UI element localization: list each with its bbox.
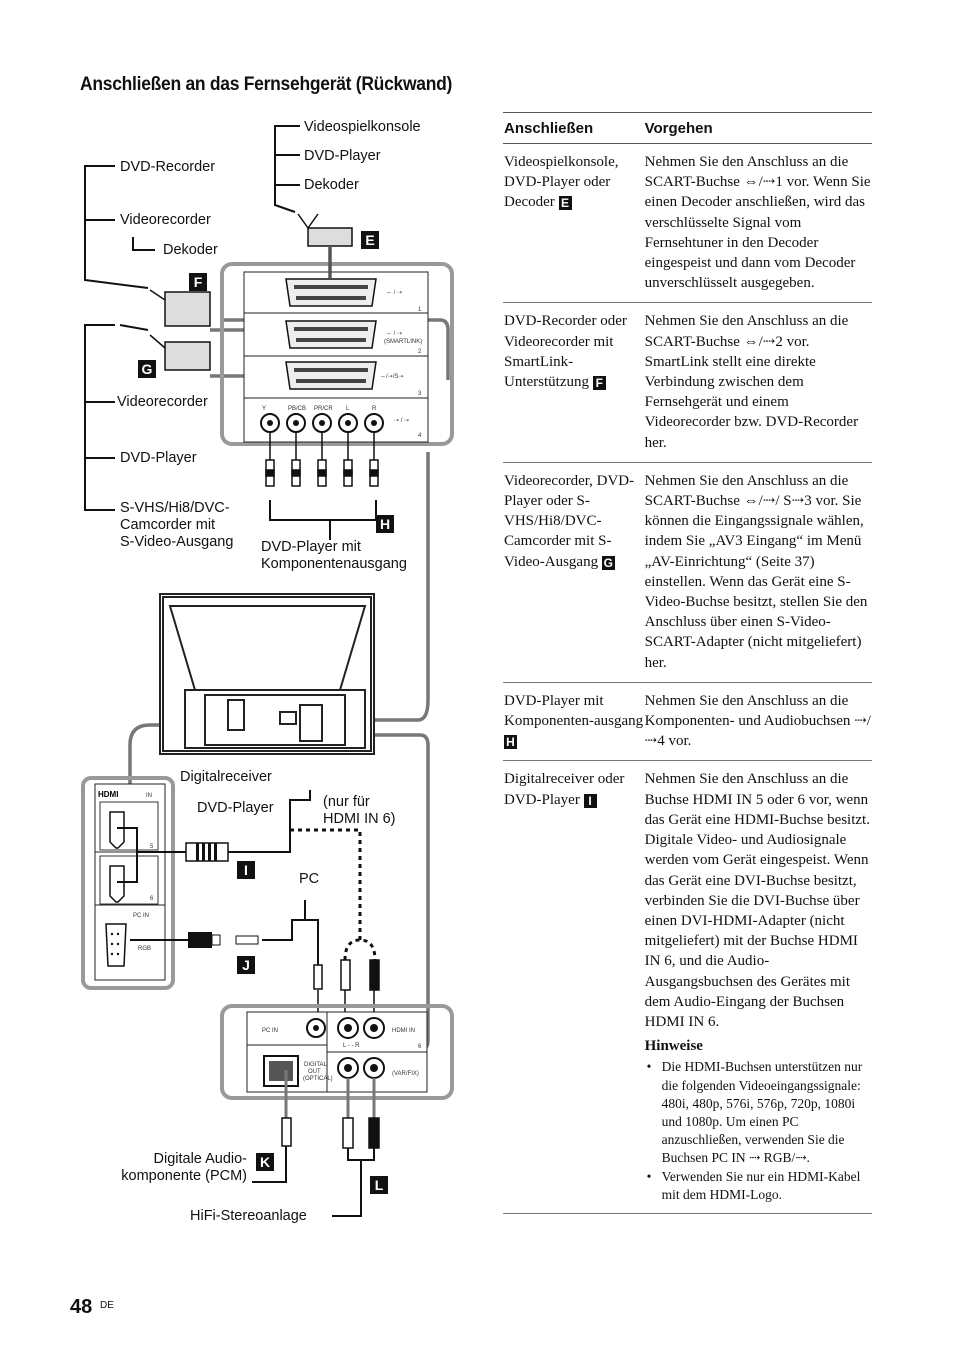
svg-text:RGB: RGB xyxy=(138,946,151,952)
svg-text:PB/CB: PB/CB xyxy=(288,406,306,412)
badge-g-icon: G xyxy=(601,555,615,570)
row-procedure: Nehmen Sie den Anschluss an die Komponen… xyxy=(644,692,871,750)
badge-h: H xyxy=(376,515,394,533)
list-item: Verwenden Sie nur ein HDMI-Kabel mit dem… xyxy=(645,1168,872,1204)
badge-g: G xyxy=(138,360,156,378)
svg-text:L: L xyxy=(346,406,350,412)
component-symbol-icon: ⇢/⇢ xyxy=(644,713,871,750)
scart-symbol-icon: ⇔/⇢/ S⇢ xyxy=(743,493,805,510)
diagram-drawing: ⇔ / ⇢ ⇔ / ⇢ (SMARTLINK) ⇔/⇢/S⇢ 1 2 3 4 Y… xyxy=(81,125,454,1217)
header-vorgehen: Vorgehen xyxy=(644,119,713,137)
scart-panel: ⇔ / ⇢ ⇔ / ⇢ (SMARTLINK) ⇔/⇢/S⇢ 1 2 3 4 Y… xyxy=(220,262,454,446)
scart-symbol-icon: ⇔/⇢ xyxy=(743,333,776,350)
svg-text:1: 1 xyxy=(418,307,422,313)
row-procedure: Nehmen Sie den Anschluss an die Buchse H… xyxy=(645,769,872,1203)
label-pc: PC xyxy=(299,871,320,887)
connection-table: Anschließen Vorgehen Videospielkonsole, … xyxy=(503,112,872,1214)
table-row: Digitalreceiver oder DVD-Player I Nehmen… xyxy=(503,761,872,1214)
label-digitalreceiver: Digitalreceiver xyxy=(180,769,272,785)
svg-text:4: 4 xyxy=(418,433,422,439)
badge-f-icon: F xyxy=(592,376,606,391)
svg-text:2: 2 xyxy=(418,349,422,355)
scart-symbol-icon: ⇔/⇢ xyxy=(743,174,776,191)
list-item: Die HDMI-Buchsen unterstützen nur die fo… xyxy=(645,1058,872,1167)
row-device: Digitalreceiver oder DVD-Player I xyxy=(504,771,625,808)
row-device: DVD-Recorder oder Videorecorder mit Smar… xyxy=(504,313,627,391)
badge-k: K xyxy=(256,1153,274,1171)
label-dvd-h: DVD-Player mit Komponentenausgang xyxy=(261,539,407,572)
svg-text:Y: Y xyxy=(262,406,266,412)
row-procedure: Nehmen Sie den Anschluss an die SCART-Bu… xyxy=(644,472,868,671)
svg-text:3: 3 xyxy=(418,391,422,397)
badge-l: L xyxy=(370,1176,388,1194)
label-audio: Digitale Audio- komponente (PCM) xyxy=(121,1151,247,1184)
svg-text:PC IN: PC IN xyxy=(262,1028,278,1034)
svg-text:⇢ / ⇢: ⇢ / ⇢ xyxy=(394,418,409,424)
svg-text:⇔ / ⇢: ⇔ / ⇢ xyxy=(386,290,402,296)
hinweise-title: Hinweise xyxy=(644,1038,703,1055)
svg-text:PR/CR: PR/CR xyxy=(314,406,333,412)
svg-text:(SMARTLINK): (SMARTLINK) xyxy=(384,339,422,345)
label-dvd-g: DVD-Player xyxy=(120,450,197,466)
svg-text:6: 6 xyxy=(418,1044,422,1050)
badge-e: E xyxy=(361,231,379,249)
svg-text:(OPTICAL): (OPTICAL) xyxy=(303,1076,333,1082)
label-dekoder-e: Dekoder xyxy=(304,177,359,193)
table-header: Anschließen Vorgehen xyxy=(503,112,872,144)
row-device: DVD-Player mit Komponenten-ausgang H xyxy=(504,692,644,750)
svg-text:⇔ / ⇢: ⇔ / ⇢ xyxy=(386,331,402,337)
row-procedure: Nehmen Sie den Anschluss an die SCART-Bu… xyxy=(644,154,871,292)
row-device: Videospielkonsole, DVD-Player oder Decod… xyxy=(504,154,619,211)
badge-h-icon: H xyxy=(504,735,517,750)
svg-text:⇔/⇢/S⇢: ⇔/⇢/S⇢ xyxy=(380,374,403,380)
label-spielkonsole: Videospielkonsole xyxy=(304,119,421,135)
svg-text:(VAR/FIX): (VAR/FIX) xyxy=(392,1071,419,1077)
label-hifi: HiFi-Stereoanlage xyxy=(190,1208,307,1224)
audio-panel: PC IN HDMI IN L - - R 6 DIGITAL OUT (OPT… xyxy=(220,1004,454,1100)
label-dekoder-f: Dekoder xyxy=(163,242,218,258)
scart-plugs xyxy=(149,213,353,371)
svg-text:L - - R: L - - R xyxy=(343,1043,360,1049)
badge-i: I xyxy=(237,861,255,879)
hdmi-pc-panel: HDMI IN 5 6 PC IN RGB xyxy=(81,776,175,990)
table-row: Videorecorder, DVD-Player oder S-VHS/Hi8… xyxy=(503,463,872,683)
svg-text:HDMI: HDMI xyxy=(98,790,118,799)
row-procedure: Nehmen Sie den Anschluss an die SCART-Bu… xyxy=(644,313,859,451)
hinweise-list: Die HDMI-Buchsen unterstützen nur die fo… xyxy=(645,1058,872,1204)
label-svhs: S-VHS/Hi8/DVC- Camcorder mit S-Video-Aus… xyxy=(120,500,234,550)
row-device: Videorecorder, DVD-Player oder S-VHS/Hi8… xyxy=(504,472,635,570)
page-number: 48 xyxy=(70,1296,93,1318)
svg-text:5: 5 xyxy=(150,844,154,850)
svg-text:HDMI IN: HDMI IN xyxy=(392,1028,415,1034)
header-anschliessen: Anschließen xyxy=(504,119,594,137)
table-row: Videospielkonsole, DVD-Player oder Decod… xyxy=(503,144,872,304)
label-dvd-recorder: DVD-Recorder xyxy=(120,159,216,175)
svg-text:DIGITAL: DIGITAL xyxy=(304,1062,328,1068)
label-dvd-i: DVD-Player xyxy=(197,800,274,816)
table-row: DVD-Player mit Komponenten-ausgang H Neh… xyxy=(503,683,872,762)
page-title: Anschließen an das Fernsehgerät (Rückwan… xyxy=(80,74,453,95)
tv-rear xyxy=(159,593,375,755)
page-language: DE xyxy=(100,1300,114,1311)
label-videorecorder-f: Videorecorder xyxy=(120,212,211,228)
badge-j: J xyxy=(237,956,255,974)
label-dvd-e: DVD-Player xyxy=(304,148,381,164)
svg-text:IN: IN xyxy=(146,793,152,799)
connection-diagram: ⇔ / ⇢ ⇔ / ⇢ (SMARTLINK) ⇔/⇢/S⇢ 1 2 3 4 Y… xyxy=(60,110,500,1240)
badge-f: F xyxy=(189,273,207,291)
table-row: DVD-Recorder oder Videorecorder mit Smar… xyxy=(503,303,872,463)
label-videorecorder-g: Videorecorder xyxy=(117,394,208,410)
svg-text:6: 6 xyxy=(150,896,154,902)
badge-e-icon: E xyxy=(558,196,572,211)
label-nur-fuer: (nur für HDMI IN 6) xyxy=(323,794,396,827)
badge-i-icon: I xyxy=(583,793,597,808)
svg-text:PC IN: PC IN xyxy=(133,913,149,919)
svg-text:R: R xyxy=(372,406,377,412)
svg-text:OUT: OUT xyxy=(308,1069,321,1075)
